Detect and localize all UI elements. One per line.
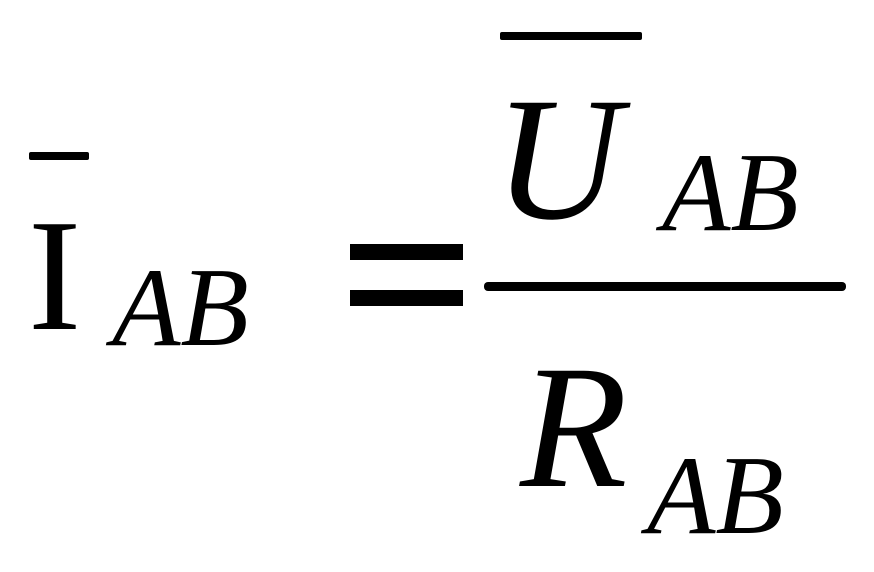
denominator-subscript: AB (647, 434, 784, 558)
equals-sign-top-bar (350, 244, 463, 260)
numerator-overbar (500, 32, 642, 40)
numerator-voltage-symbol: U (494, 62, 622, 257)
lhs-current-symbol: I (28, 186, 82, 364)
lhs-subscript: AB (112, 246, 249, 370)
equals-sign-bottom-bar (350, 290, 463, 306)
fraction-line (484, 282, 846, 291)
numerator-subscript: AB (662, 131, 799, 255)
lhs-overbar (29, 152, 89, 160)
denominator-resistance-symbol: R (520, 330, 628, 525)
